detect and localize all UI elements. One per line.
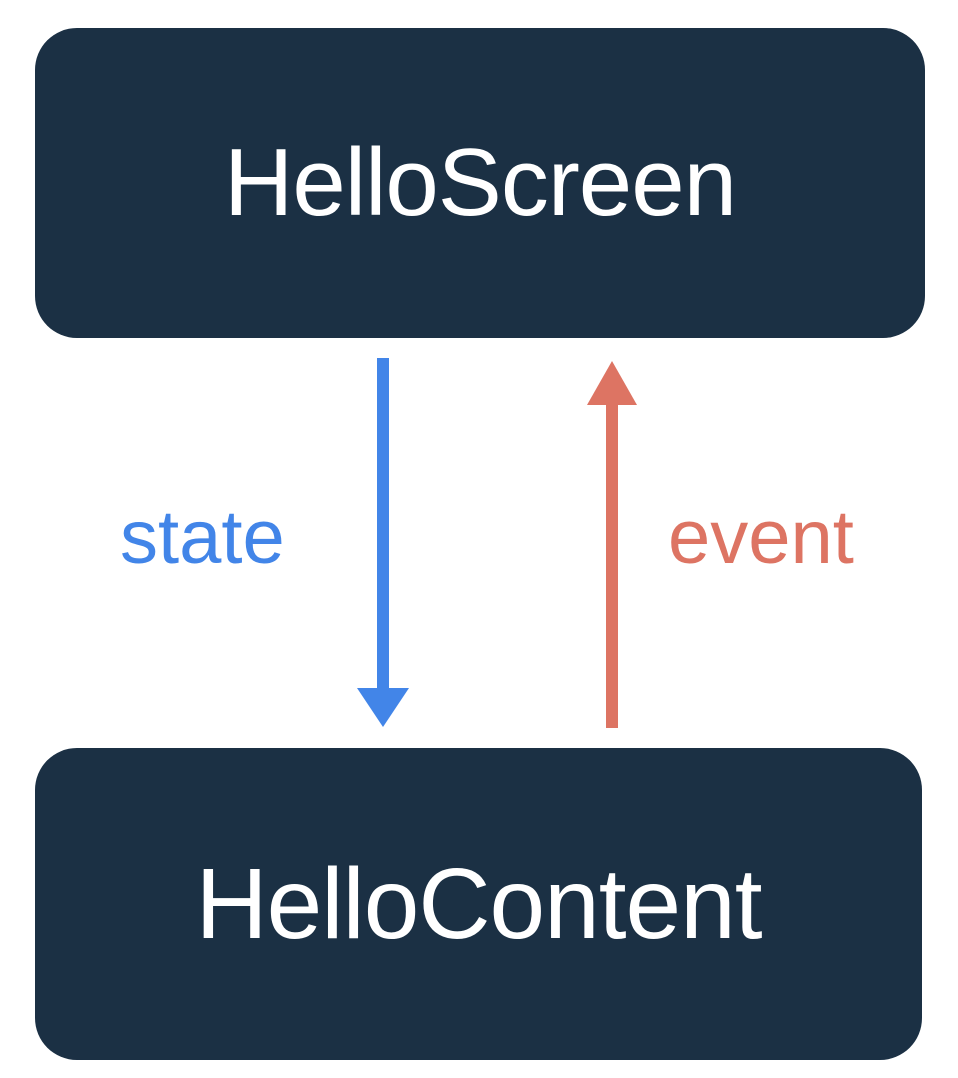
state-arrow [357, 358, 409, 727]
event-arrow [587, 361, 637, 728]
event-arrow-head-icon [587, 361, 637, 405]
edge-label-event: event [668, 495, 854, 580]
edge-label-state: state [120, 495, 285, 580]
state-arrow-head-icon [357, 688, 409, 727]
node-hello-content-label: HelloContent [195, 848, 762, 960]
node-hello-screen-label: HelloScreen [224, 129, 737, 236]
event-arrow-shaft [606, 404, 618, 728]
state-arrow-shaft [377, 358, 389, 690]
node-hello-screen[interactable]: HelloScreen [35, 28, 925, 338]
node-hello-content[interactable]: HelloContent [35, 748, 922, 1060]
